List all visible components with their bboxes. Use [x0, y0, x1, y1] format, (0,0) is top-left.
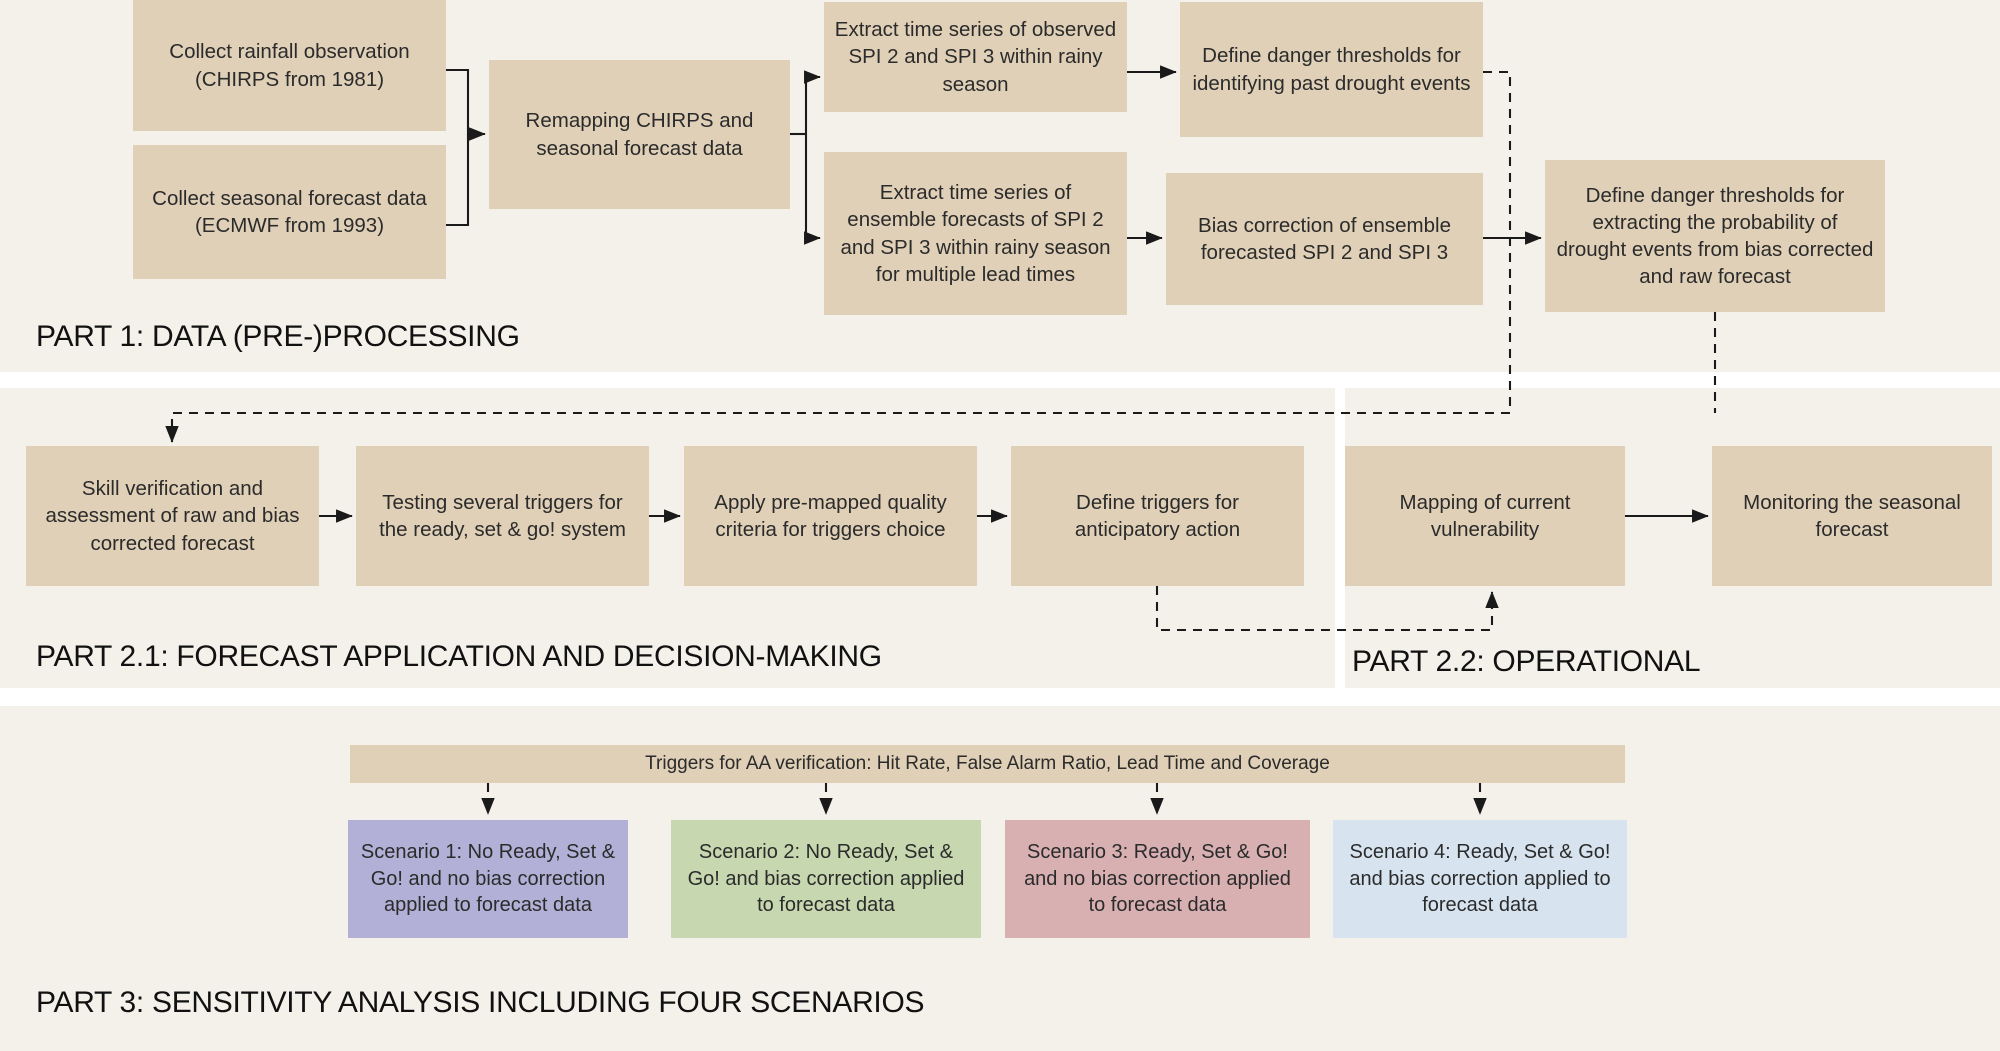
node-skill-verification[interactable]: Skill verification and assessment of raw…: [26, 446, 319, 586]
node-define-past-thresholds[interactable]: Define danger thresholds for identifying…: [1180, 2, 1483, 137]
node-label: Define triggers for anticipatory action: [1074, 490, 1241, 541]
node-monitoring-forecast[interactable]: Monitoring the seasonal forecast: [1712, 446, 1992, 586]
part3-label: PART 3: SENSITIVITY ANALYSIS INCLUDING F…: [36, 986, 925, 1019]
node-label: Apply pre-mapped quality criteria for tr…: [714, 490, 947, 541]
node-label: Collect rainfall observation (CHIRPS fro…: [169, 40, 410, 91]
node-quality-criteria[interactable]: Apply pre-mapped quality criteria for tr…: [684, 446, 977, 586]
scenario-3-box[interactable]: Scenario 3: Ready, Set & Go! and no bias…: [1005, 820, 1310, 938]
node-label: Define danger thresholds for extracting …: [1556, 183, 1874, 289]
scenario-1-box[interactable]: Scenario 1: No Ready, Set & Go! and no b…: [348, 820, 628, 938]
part21-label: PART 2.1: FORECAST APPLICATION AND DECIS…: [36, 640, 882, 673]
node-label: Testing several triggers for the ready, …: [379, 490, 626, 541]
node-collect-seasonal[interactable]: Collect seasonal forecast data (ECMWF fr…: [133, 145, 446, 279]
scenario-4-box[interactable]: Scenario 4: Ready, Set & Go! and bias co…: [1333, 820, 1627, 938]
node-extract-ensemble[interactable]: Extract time series of ensemble forecast…: [824, 152, 1127, 315]
node-label: Bias correction of ensemble forecasted S…: [1198, 213, 1451, 264]
node-mapping-vulnerability[interactable]: Mapping of current vulnerability: [1345, 446, 1625, 586]
node-label: Extract time series of ensemble forecast…: [840, 181, 1111, 286]
node-define-probability-thresholds[interactable]: Define danger thresholds for extracting …: [1545, 160, 1885, 312]
scenario-label: Scenario 1: No Ready, Set & Go! and no b…: [360, 840, 616, 917]
node-label: Mapping of current vulnerability: [1399, 490, 1571, 541]
scenario-label: Scenario 2: No Ready, Set & Go! and bias…: [687, 840, 965, 917]
scenario-label: Scenario 3: Ready, Set & Go! and no bias…: [1024, 840, 1291, 917]
node-remapping[interactable]: Remapping CHIRPS and seasonal forecast d…: [489, 60, 790, 209]
node-label: Define danger thresholds for identifying…: [1192, 44, 1471, 95]
part22-label: PART 2.2: OPERATIONAL: [1352, 645, 1701, 678]
node-label: Remapping CHIRPS and seasonal forecast d…: [525, 109, 754, 160]
part1-label: PART 1: DATA (PRE-)PROCESSING: [36, 320, 520, 353]
triggers-verification-banner[interactable]: Triggers for AA verification: Hit Rate, …: [350, 745, 1625, 783]
node-collect-rainfall[interactable]: Collect rainfall observation (CHIRPS fro…: [133, 0, 446, 131]
node-testing-triggers[interactable]: Testing several triggers for the ready, …: [356, 446, 649, 586]
node-label: Collect seasonal forecast data (ECMWF fr…: [152, 186, 427, 237]
scenario-label: Scenario 4: Ready, Set & Go! and bias co…: [1349, 840, 1611, 917]
scenario-2-box[interactable]: Scenario 2: No Ready, Set & Go! and bias…: [671, 820, 981, 938]
node-label: Extract time series of observed SPI 2 an…: [834, 18, 1117, 96]
node-extract-observed[interactable]: Extract time series of observed SPI 2 an…: [824, 2, 1127, 112]
node-label: Skill verification and assessment of raw…: [45, 477, 300, 555]
node-bias-correction[interactable]: Bias correction of ensemble forecasted S…: [1166, 173, 1483, 305]
node-define-triggers[interactable]: Define triggers for anticipatory action: [1011, 446, 1304, 586]
node-label: Monitoring the seasonal forecast: [1743, 490, 1961, 541]
banner-label: Triggers for AA verification: Hit Rate, …: [645, 753, 1330, 774]
